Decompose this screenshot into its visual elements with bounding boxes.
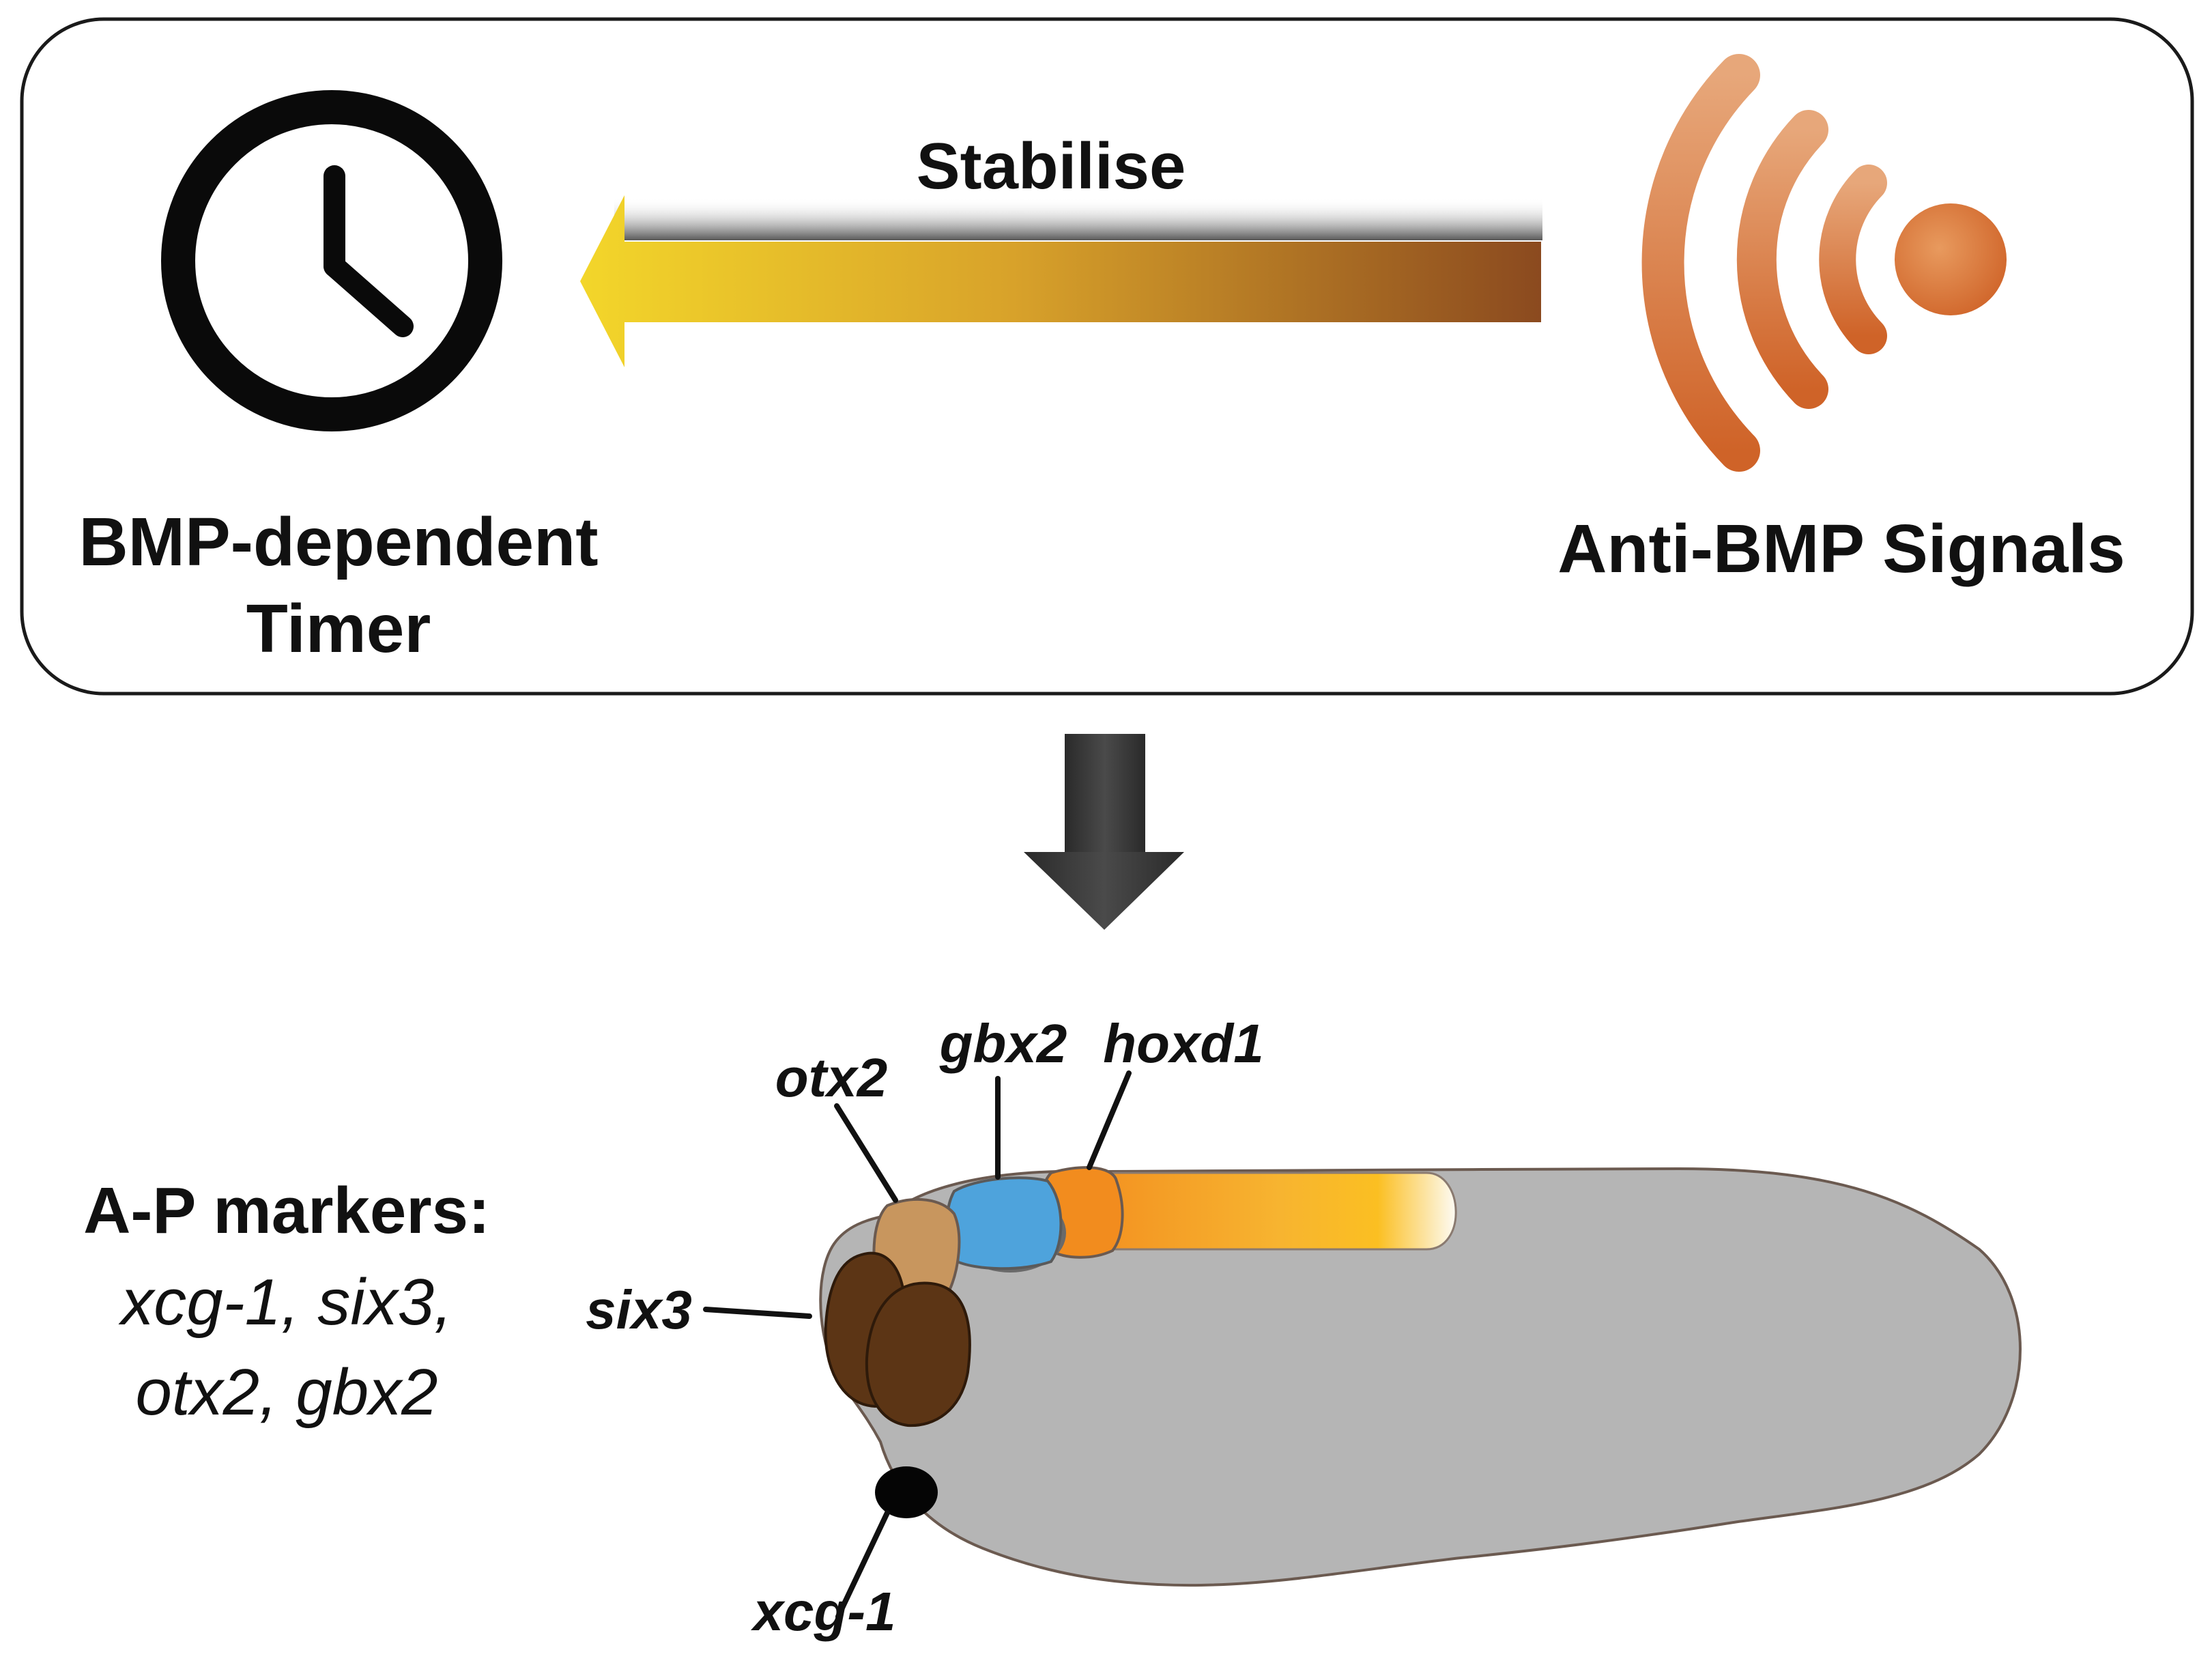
otx2-label: otx2 — [775, 1047, 888, 1108]
top-panel-frame — [20, 17, 2194, 696]
timer-label-line1: BMP-dependent — [78, 504, 598, 580]
signal-broadcast-icon — [1641, 54, 2007, 472]
leader-lines — [703, 1070, 1132, 1619]
down-arrow-icon — [1024, 734, 1184, 930]
markers-line1: xcg-1, six3, — [118, 1266, 452, 1339]
hoxd1-label: hoxd1 — [1103, 1013, 1264, 1074]
clock-icon — [161, 90, 502, 431]
six3-leader — [703, 1307, 812, 1319]
gbx2-label: gbx2 — [939, 1013, 1067, 1074]
six3-label: six3 — [586, 1279, 692, 1340]
embryo-body — [819, 1167, 2022, 1587]
signal-label: Anti-BMP Signals — [1557, 511, 2125, 587]
otx2-leader — [834, 1103, 898, 1203]
hoxd1-domain — [1063, 1171, 1457, 1251]
hoxd1-leader — [1087, 1070, 1132, 1170]
markers-heading: A-P markers: — [83, 1174, 490, 1247]
stabilise-arrow — [580, 195, 1542, 367]
xcg1-domain — [875, 1466, 938, 1518]
arrow-label: Stabilise — [917, 130, 1186, 203]
xcg1-leader — [835, 1510, 890, 1619]
gbx2-domain — [945, 1176, 1063, 1270]
timer-label-line2: Timer — [246, 591, 431, 667]
xcg1-label: xcg-1 — [751, 1581, 896, 1642]
markers-line2: otx2, gbx2 — [136, 1356, 438, 1429]
six3-domain-front — [865, 1281, 971, 1427]
